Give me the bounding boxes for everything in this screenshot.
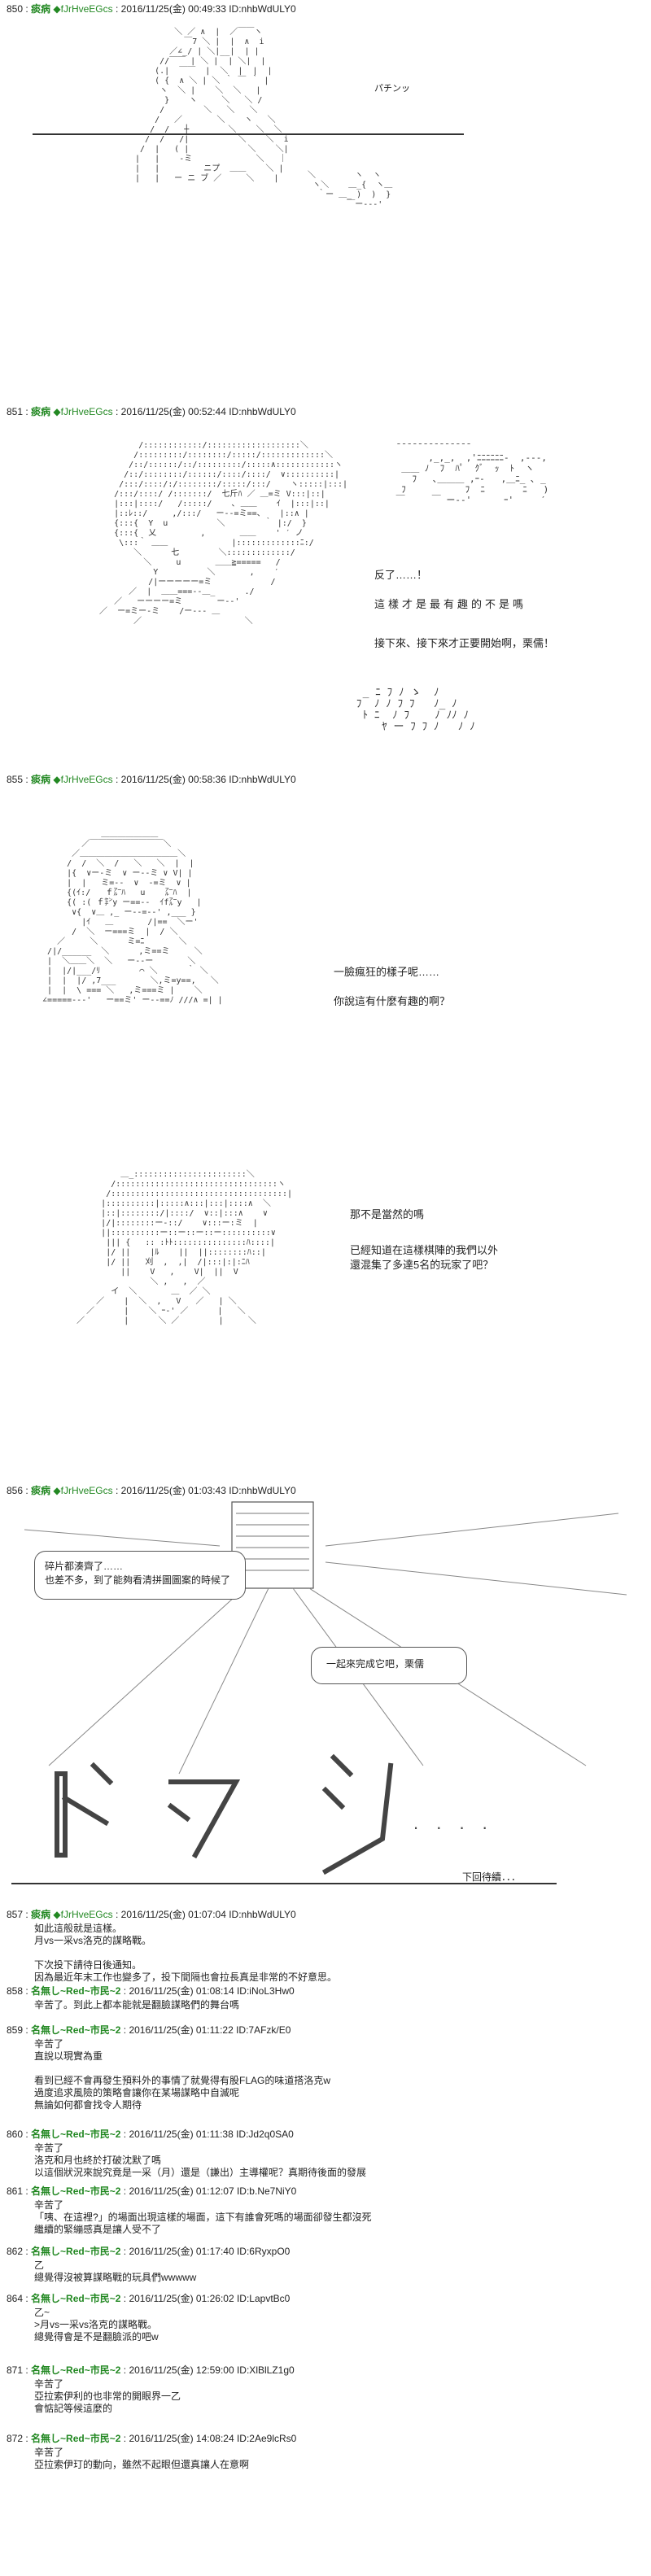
dialogue-line: 你說這有什麼有趣的啊？ (334, 995, 451, 1007)
post-meta: 2016/11/25(金) 01:08:14 ID:iNoL3Hw0 (129, 1985, 295, 1997)
poster-name[interactable]: 痰病 (31, 774, 51, 785)
post-872: 872 : 名無し~Red~市民~2 : 2016/11/25(金) 14:08… (7, 2433, 644, 2471)
glyph-ku (168, 1779, 241, 1859)
poster-name[interactable]: 痰病 (31, 3, 51, 15)
glyph-do-stem (55, 1771, 68, 1858)
post-header: 858 : 名無し~Red~市民~2 : 2016/11/25(金) 01:08… (7, 1985, 295, 1997)
post-meta: 2016/11/25(金) 12:59:00 ID:XlBlLZ1g0 (129, 2364, 295, 2376)
post-861: 861 : 名無し~Red~市民~2 : 2016/11/25(金) 01:12… (7, 2185, 644, 2236)
sfx-dokun-dots: . . . . (413, 1813, 494, 1833)
poster-name[interactable]: 痰病 (31, 406, 51, 417)
ascii-art-hand: ＼ ／ ∧ | ／￣￣ヽ ￣7 ＼ | | ∧ i ／∠_/ | ＼|__| |… (135, 28, 289, 183)
post-body: 如此這般就是這樣。 月vs一采vs洛克的謀略戰。 下次投下請待日後通知。 因為最… (34, 1923, 338, 1983)
post-header: 861 : 名無し~Red~市民~2 : 2016/11/25(金) 01:12… (7, 2185, 297, 2197)
ascii-art-laughing-face: /::::::::::::/:::::::::::::::::::＼ /::::… (99, 441, 348, 626)
post-meta: 2016/11/25(金) 00:58:36 ID:nhbWdULY0 (120, 774, 296, 785)
post-body: 辛苦了 「咦、在這裡?」的場面出現這樣的場面，這下有誰會死嗎的場面卻發生都沒死 … (34, 2199, 372, 2235)
post-header: 860 : 名無し~Red~市民~2 : 2016/11/25(金) 01:11… (7, 2128, 294, 2140)
post-851: 851 : 痰病 ◆fJrHveEGcs : 2016/11/25(金) 00:… (7, 406, 644, 418)
post-body: 辛苦了 直說以現實為重 看到已經不會再發生預料外的事情了就覺得有股FLAG的味道… (34, 2038, 331, 2111)
sfx-snap: パチンッ (374, 84, 410, 94)
dialogue-line: 反了……！ (374, 569, 428, 581)
post-meta: 2016/11/25(金) 01:17:40 ID:6RyxpO0 (129, 2246, 291, 2257)
poster-name[interactable]: 名無し~Red~市民~2 (31, 2433, 121, 2444)
post-858: 858 : 名無し~Red~市民~2 : 2016/11/25(金) 01:08… (7, 1985, 644, 2011)
poster-name[interactable]: 痰病 (31, 1909, 51, 1920)
to-be-continued: 下回待續．．． (462, 1871, 522, 1883)
post-meta: 2016/11/25(金) 01:12:07 ID:b.Ne7NiY0 (129, 2185, 297, 2197)
poster-name[interactable]: 名無し~Red~市民~2 (31, 1985, 121, 1997)
poster-name[interactable]: 痰病 (31, 1485, 51, 1496)
post-meta: 2016/11/25(金) 14:08:24 ID:2Ae9lcRs0 (129, 2433, 297, 2444)
post-meta: 2016/11/25(金) 01:26:02 ID:LapvtBc0 (129, 2293, 291, 2304)
post-header: 857 : 痰病 ◆fJrHveEGcs : 2016/11/25(金) 01:… (7, 1909, 296, 1920)
post-meta: 2016/11/25(金) 00:49:33 ID:nhbWdULY0 (120, 3, 296, 15)
horizontal-divider (33, 133, 464, 135)
post-855: 855 : 痰病 ◆fJrHveEGcs : 2016/11/25(金) 00:… (7, 774, 644, 786)
poster-name[interactable]: 名無し~Red~市民~2 (31, 2185, 121, 2197)
post-857: 857 : 痰病 ◆fJrHveEGcs : 2016/11/25(金) 01:… (7, 1909, 644, 1984)
post-856: 856 : 痰病 ◆fJrHveEGcs : 2016/11/25(金) 01:… (7, 1485, 644, 1497)
post-body: 乙 總覺得沒被算謀略戰的玩具們wwwww (34, 2259, 197, 2283)
post-meta: 2016/11/25(金) 00:52:44 ID:nhbWdULY0 (120, 406, 296, 417)
poster-name[interactable]: 名無し~Red~市民~2 (31, 2364, 121, 2376)
post-864: 864 : 名無し~Red~市民~2 : 2016/11/25(金) 01:26… (7, 2293, 644, 2343)
post-body: 辛苦了 亞拉索伊玎的動向，雖然不起眼但還真讓人在意啊 (34, 2447, 250, 2470)
post-body: 辛苦了 亞拉索伊利的也非常的開眼界一乙 會惦記等候這麼的 (34, 2378, 181, 2414)
glyph-n (321, 1762, 394, 1875)
post-meta: 2016/11/25(金) 01:07:04 ID:nhbWdULY0 (120, 1909, 296, 1920)
poster-trip: ◆fJrHveEGcs (53, 1909, 113, 1920)
poster-trip: ◆fJrHveEGcs (53, 1485, 113, 1496)
poster-trip: ◆fJrHveEGcs (53, 774, 113, 785)
post-header: 851 : 痰病 ◆fJrHveEGcs : 2016/11/25(金) 00:… (7, 406, 296, 417)
post-meta: 2016/11/25(金) 01:03:43 ID:nhbWdULY0 (120, 1485, 296, 1496)
post-header: 856 : 痰病 ◆fJrHveEGcs : 2016/11/25(金) 01:… (7, 1485, 296, 1496)
end-divider (11, 1883, 557, 1884)
ascii-art-sfx-laugh-2: _ ﾆ ﾌ ﾉ ゝ ﾉ ﾌ ﾉ ﾉ ﾌ ﾌ ﾉ_ ﾉ ﾄ ﾆ ﾉ ﾌ ﾉ ﾉﾉ … (356, 687, 475, 733)
dialogue-line: 那不是當然的嗎 (350, 1208, 425, 1220)
dialogue-line: 已經知道在這樣棋陣的我們以外 還混集了多達5名的玩家了吧？ (350, 1244, 499, 1271)
dialogue-line: 這樣才是最有趣的不是嗎 (374, 598, 527, 610)
post-meta: 2016/11/25(金) 01:11:38 ID:Jd2q0SA0 (129, 2128, 294, 2140)
post-header: 855 : 痰病 ◆fJrHveEGcs : 2016/11/25(金) 00:… (7, 774, 296, 785)
post-header: 864 : 名無し~Red~市民~2 : 2016/11/25(金) 01:26… (7, 2293, 291, 2304)
post-860: 860 : 名無し~Red~市民~2 : 2016/11/25(金) 01:11… (7, 2128, 644, 2179)
post-header: 862 : 名無し~Red~市民~2 : 2016/11/25(金) 01:17… (7, 2246, 291, 2257)
speech-bubble-left: 碎片都湊齊了…… 也差不多，到了能夠看清拼圖圖案的時候了 (34, 1551, 246, 1600)
post-body: 辛苦了 洛克和月也終於打破沈默了嗎 以這個狀況來說究竟是一采（月）還是（謙出）主… (34, 2142, 367, 2178)
poster-name[interactable]: 名無し~Red~市民~2 (31, 2128, 121, 2140)
dialogue-line: 接下來、接下來才正要開始啊，栗儒！ (374, 637, 555, 649)
poster-trip: ◆fJrHveEGcs (53, 3, 113, 15)
poster-name[interactable]: 名無し~Red~市民~2 (31, 2293, 121, 2304)
poster-trip: ◆fJrHveEGcs (53, 406, 113, 417)
post-859: 859 : 名無し~Red~市民~2 : 2016/11/25(金) 01:11… (7, 2024, 644, 2111)
ascii-art-sfx-laugh: ̄ ̄ ̄ ̄ ̄ ̄ ̄ ̄ ̄ ̄ ̄ ̄ ̄ ̄ ,_,_, ,'ﾆﾆﾆﾆ… (391, 442, 549, 505)
poster-name[interactable]: 名無し~Red~市民~2 (31, 2246, 121, 2257)
poster-name[interactable]: 名無し~Red~市民~2 (31, 2024, 121, 2036)
ascii-art-gesture: ＼ ヽ ヽ ヽ＼ ＿_{ ヽ＿ ｀ー ＿_ ) ) } ￣ー---' (308, 171, 393, 209)
speech-bubble-right: 一起來完成它吧，栗儒 (311, 1647, 467, 1684)
post-850: 850 : 痰病 ◆fJrHveEGcs : 2016/11/25(金) 00:… (7, 3, 644, 15)
dialogue-line: 一臉瘋狂的樣子呢…… (334, 966, 440, 978)
post-871: 871 : 名無し~Red~市民~2 : 2016/11/25(金) 12:59… (7, 2364, 644, 2415)
post-header: 850 : 痰病 ◆fJrHveEGcs : 2016/11/25(金) 00:… (7, 3, 296, 15)
pillar-box (231, 1501, 314, 1589)
post-meta: 2016/11/25(金) 01:11:22 ID:7AFzk/E0 (129, 2024, 291, 2036)
ascii-art-character-a: ＿＿＿＿＿＿＿ ／￣￣￣￣￣￣￣￣￣＼ ／＿＿＿＿＿＿＿＿＿＿＿＿＼ / / ＼… (42, 830, 223, 1005)
post-862: 862 : 名無し~Red~市民~2 : 2016/11/25(金) 01:17… (7, 2246, 644, 2284)
post-body: 辛苦了。到此上都本能就是翻臉謀略們的舞台嗎 (34, 1999, 240, 2011)
post-body: 乙~ >月vs一采vs洛克的謀略戰。 總覺得會是不是翻臉派的吧w (34, 2307, 159, 2342)
post-header: 859 : 名無し~Red~市民~2 : 2016/11/25(金) 01:11… (7, 2024, 291, 2036)
post-header: 872 : 名無し~Red~市民~2 : 2016/11/25(金) 14:08… (7, 2433, 297, 2444)
post-header: 871 : 名無し~Red~市民~2 : 2016/11/25(金) 12:59… (7, 2364, 295, 2376)
glyph-do-tick (61, 1794, 110, 1827)
ascii-art-character-b: ＿_:::::::::::::::::::::::＼ /::::::::::::… (76, 1170, 292, 1325)
